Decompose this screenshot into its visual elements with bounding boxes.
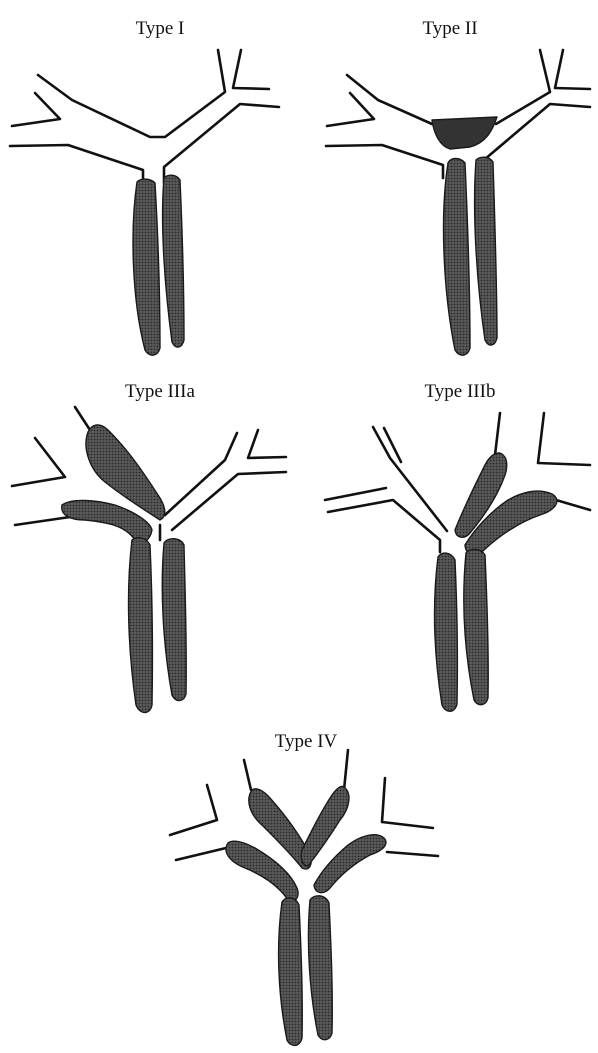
panel-label-type-ii: Type II bbox=[422, 18, 477, 39]
tumor-left-hepatic-duct bbox=[444, 159, 470, 356]
tumor-right-hepatic-duct bbox=[162, 539, 186, 701]
bile-duct-outline bbox=[12, 407, 286, 540]
panel-label-type-iiia: Type IIIa bbox=[125, 381, 195, 402]
panel-label-type-iv: Type IV bbox=[275, 731, 338, 752]
panel-type-iv: Type IV bbox=[170, 731, 438, 1045]
panel-type-iiia: Type IIIa bbox=[12, 381, 286, 713]
tumor-right-hepatic-duct bbox=[308, 896, 332, 1040]
tumor-right-hepatic-duct bbox=[163, 175, 184, 347]
panel-label-type-iiib: Type IIIb bbox=[425, 381, 496, 402]
tumor-right-hepatic-duct bbox=[475, 157, 497, 345]
panel-label-type-i: Type I bbox=[136, 18, 185, 39]
tumor-confluence bbox=[432, 117, 497, 149]
panel-type-ii: Type II bbox=[326, 18, 590, 355]
panel-type-i: Type I bbox=[10, 18, 279, 355]
bile-duct-outline bbox=[10, 50, 279, 183]
tumor-left-duct-branch-lower bbox=[62, 500, 152, 542]
tumor-left-hepatic-duct bbox=[435, 553, 458, 711]
tumor-left-hepatic-duct bbox=[129, 538, 153, 713]
panel-type-iiib: Type IIIb bbox=[325, 381, 590, 711]
tumor-right-hepatic-duct bbox=[464, 549, 488, 704]
tumor-left-hepatic-duct bbox=[133, 179, 160, 355]
tumor-left-hepatic-duct bbox=[279, 898, 303, 1046]
